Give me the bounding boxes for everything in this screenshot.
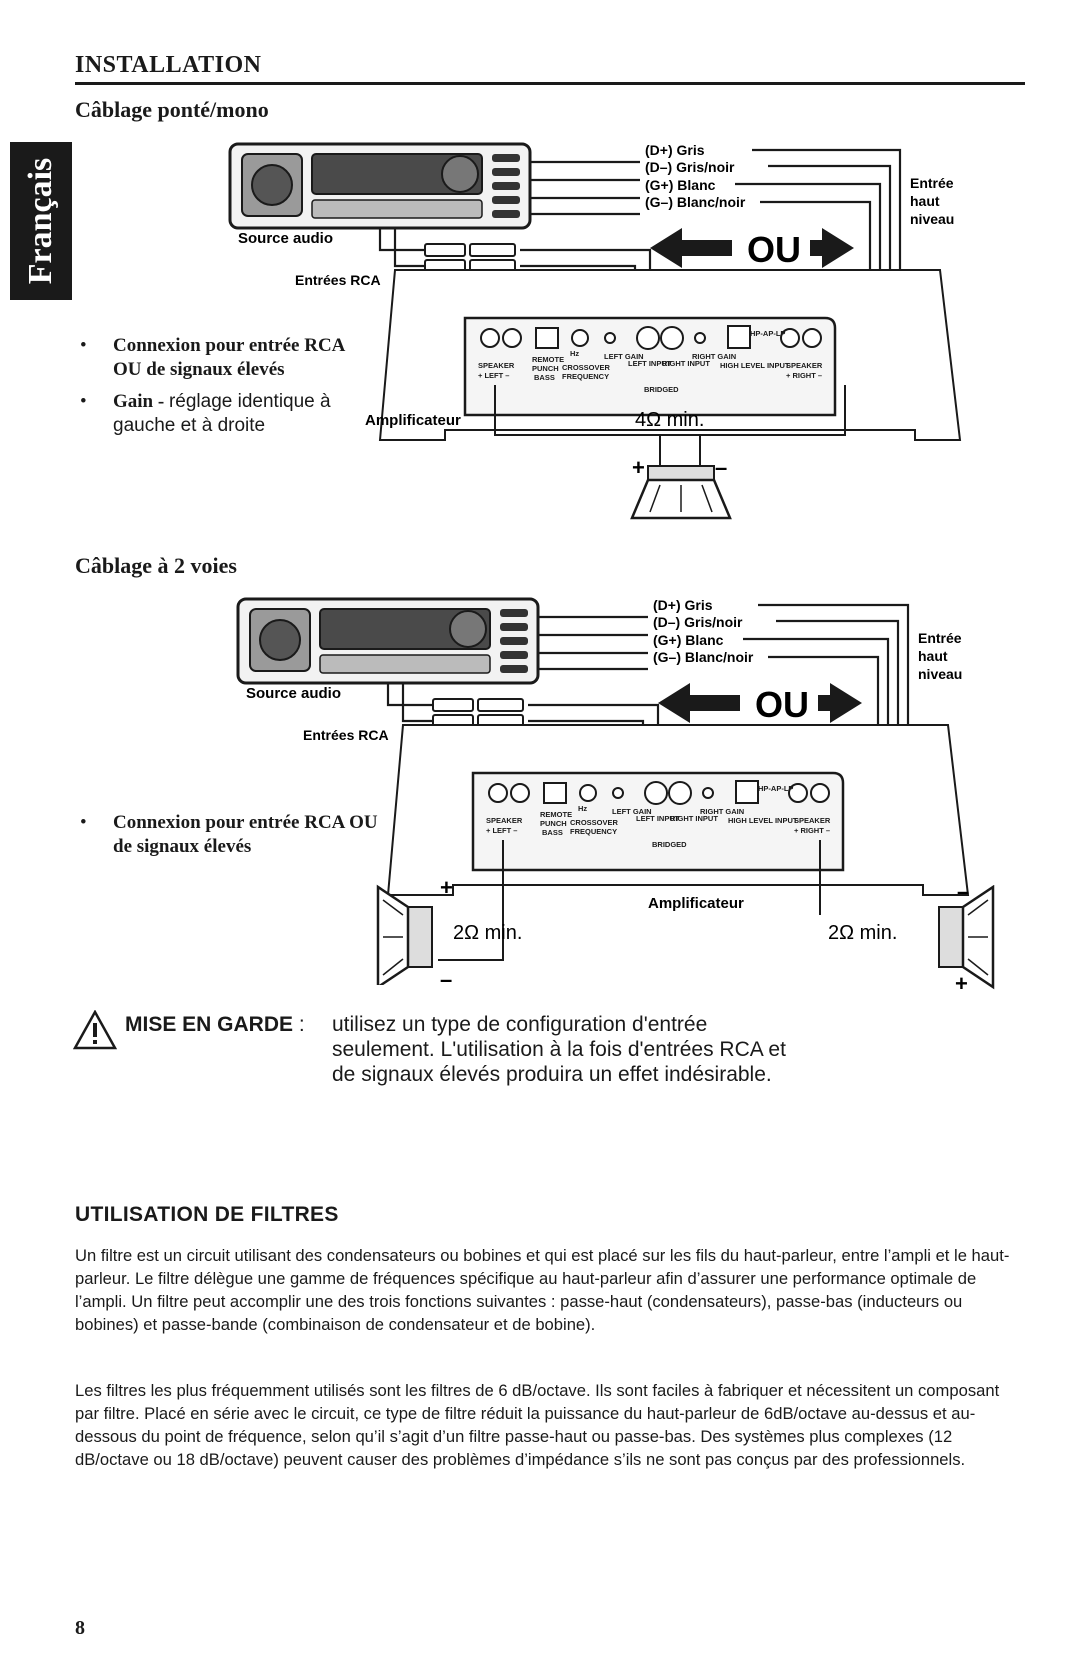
bullet-strong: Connexion pour entrée RCA OU de signaux … bbox=[113, 335, 345, 380]
head-unit-icon bbox=[236, 597, 540, 685]
list-item: • Connexion pour entrée RCA OU de signau… bbox=[80, 812, 378, 857]
amp-bass: BASS bbox=[534, 373, 555, 382]
amp-speaker-right: SPEAKER bbox=[786, 361, 823, 370]
bullet-strong: Connexion pour entrée RCA OU de signaux … bbox=[113, 812, 378, 857]
wire-label-d-minus: (D–) Gris/noir bbox=[645, 159, 735, 175]
amp-frequency: FREQUENCY bbox=[562, 372, 609, 381]
amp-label: Amplificateur bbox=[365, 412, 461, 429]
impedance-left: 2Ω min. bbox=[453, 922, 522, 944]
list-item: • Connexion pour entrée RCA OU de signau… bbox=[80, 335, 345, 380]
amp-bridged: BRIDGED bbox=[644, 385, 679, 394]
wire-label-d-plus: (D+) Gris bbox=[645, 142, 705, 158]
amp-hp-ap-lp: HP-AP-LP bbox=[750, 329, 785, 338]
amp-left-input: LEFT INPUT bbox=[636, 814, 680, 823]
amp-punch: PUNCH bbox=[532, 364, 559, 373]
amp-high-level-input: HIGH LEVEL INPUT bbox=[720, 361, 790, 370]
wire-label-g-plus: (G+) Blanc bbox=[645, 177, 716, 193]
ou-arrows-icon bbox=[650, 228, 854, 268]
twoway-title: Câblage à 2 voies bbox=[75, 553, 237, 578]
wire-label-d-minus: (D–) Gris/noir bbox=[653, 614, 743, 630]
amp-bridged: BRIDGED bbox=[652, 840, 687, 849]
bridged-title: Câblage ponté/mono bbox=[75, 97, 269, 122]
ou-arrows-icon bbox=[658, 683, 862, 723]
amp-right-terminal: + RIGHT – bbox=[786, 371, 822, 380]
amp-left-input: LEFT INPUT bbox=[628, 359, 672, 368]
wire-label-d-plus: (D+) Gris bbox=[653, 597, 713, 613]
bridged-wiring-diagram: Source audio (D+) Gris (D–) Gris/noir (G… bbox=[228, 142, 962, 520]
section-title: INSTALLATION bbox=[75, 52, 262, 78]
filters-paragraph-1: Un filtre est un circuit utilisant des c… bbox=[75, 1246, 1010, 1334]
amp-bass: BASS bbox=[542, 828, 563, 837]
filters-paragraph-2: Les filtres les plus fréquemment utilisé… bbox=[75, 1381, 1000, 1469]
amp-hz: Hz bbox=[570, 349, 579, 358]
left-speaker-minus: – bbox=[440, 967, 452, 985]
high-level-label-3: niveau bbox=[910, 211, 954, 227]
ou-label: OU bbox=[747, 229, 801, 270]
source-label: Source audio bbox=[246, 685, 341, 702]
amp-left-terminal: + LEFT – bbox=[486, 826, 517, 835]
amp-frequency: FREQUENCY bbox=[570, 827, 617, 836]
amp-right-gain: RIGHT GAIN bbox=[700, 807, 744, 816]
amp-left-terminal: + LEFT – bbox=[478, 371, 509, 380]
right-speaker-icon: – + bbox=[938, 885, 995, 995]
impedance-right: 2Ω min. bbox=[828, 922, 897, 944]
left-speaker-plus: + bbox=[440, 875, 453, 900]
right-speaker-plus: + bbox=[955, 971, 968, 995]
amp-right-terminal: + RIGHT – bbox=[794, 826, 830, 835]
right-speaker-minus: – bbox=[957, 885, 969, 904]
warning-icon bbox=[73, 1010, 117, 1050]
speaker-minus: – bbox=[715, 455, 727, 480]
high-level-label-1: Entrée bbox=[910, 175, 954, 191]
amp-right-gain: RIGHT GAIN bbox=[692, 352, 736, 361]
speaker-plus: + bbox=[632, 455, 645, 480]
language-tab-label: Français bbox=[22, 157, 59, 285]
source-label: Source audio bbox=[238, 230, 333, 247]
twoway-wiring-diagram: Source audio (D+) Gris (D–) Gris/noir (G… bbox=[236, 597, 970, 985]
high-level-label-2: haut bbox=[918, 648, 948, 664]
amp-crossover: CROSSOVER bbox=[570, 818, 619, 827]
list-item: • Gain - réglage identique à gauche et à… bbox=[80, 391, 331, 436]
high-level-label-1: Entrée bbox=[918, 630, 962, 646]
caution-block: MISE EN GARDE : bbox=[125, 1012, 785, 1037]
amp-speaker-left: SPEAKER bbox=[486, 816, 523, 825]
amp-right-input: RIGHT INPUT bbox=[670, 814, 718, 823]
wire-label-g-minus: (G–) Blanc/noir bbox=[645, 194, 746, 210]
page-number: 8 bbox=[75, 1617, 85, 1639]
speaker-icon bbox=[630, 465, 732, 520]
amp-crossover: CROSSOVER bbox=[562, 363, 611, 372]
amp-speaker-left: SPEAKER bbox=[478, 361, 515, 370]
amp-remote: REMOTE bbox=[540, 810, 572, 819]
language-tab: Français bbox=[10, 142, 72, 300]
amp-remote: REMOTE bbox=[532, 355, 564, 364]
amp-punch: PUNCH bbox=[540, 819, 567, 828]
section-header: INSTALLATION bbox=[75, 52, 1025, 85]
twoway-bullets: • Connexion pour entrée RCA OU de signau… bbox=[75, 811, 395, 867]
caution-sep: : bbox=[293, 1013, 305, 1036]
left-speaker-icon bbox=[376, 884, 433, 985]
high-level-label-2: haut bbox=[910, 193, 940, 209]
amp-speaker-right: SPEAKER bbox=[794, 816, 831, 825]
impedance-label: 4Ω min. bbox=[635, 409, 704, 431]
high-level-label-3: niveau bbox=[918, 666, 962, 682]
amp-hp-ap-lp: HP-AP-LP bbox=[758, 784, 793, 793]
amp-hz: Hz bbox=[578, 804, 587, 813]
amp-right-input: RIGHT INPUT bbox=[662, 359, 710, 368]
caution-label: MISE EN GARDE bbox=[125, 1013, 294, 1036]
ou-label: OU bbox=[755, 684, 809, 725]
filters-title: UTILISATION DE FILTRES bbox=[75, 1203, 339, 1226]
caution-text: utilisez un type de configuration d'entr… bbox=[332, 1013, 786, 1086]
head-unit-icon bbox=[228, 142, 532, 230]
amp-left-gain: LEFT GAIN bbox=[612, 807, 652, 816]
bullet-strong: Gain - bbox=[113, 391, 169, 412]
amp-high-level-input: HIGH LEVEL INPUT bbox=[728, 816, 798, 825]
bridged-bullets: • Connexion pour entrée RCA OU de signau… bbox=[75, 334, 375, 446]
wire-label-g-plus: (G+) Blanc bbox=[653, 632, 724, 648]
amp-label: Amplificateur bbox=[648, 895, 744, 912]
amp-left-gain: LEFT GAIN bbox=[604, 352, 644, 361]
wire-label-g-minus: (G–) Blanc/noir bbox=[653, 649, 754, 665]
rca-label: Entrées RCA bbox=[303, 727, 389, 743]
bullet-text: réglage identique à gauche et à droite bbox=[113, 391, 331, 436]
rca-label: Entrées RCA bbox=[295, 272, 381, 288]
